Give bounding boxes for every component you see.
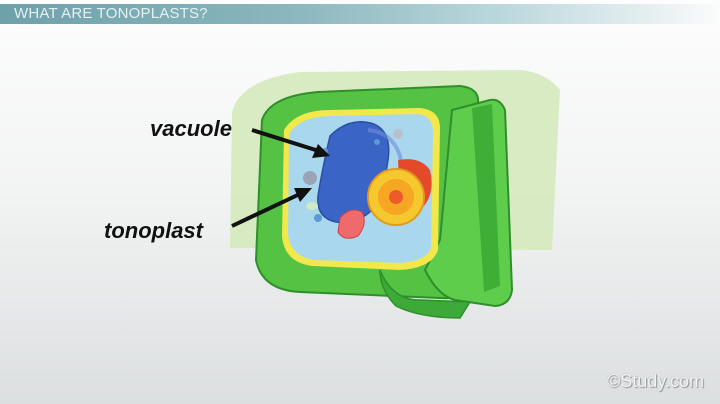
cell-base bbox=[379, 269, 472, 319]
tonoplast-label: tonoplast bbox=[104, 218, 203, 243]
slide-content: vacuole tonoplast ©Study.com bbox=[0, 24, 720, 404]
organelle bbox=[303, 171, 317, 185]
title-bar: WHAT ARE TONOPLASTS? bbox=[0, 4, 720, 24]
chloroplast bbox=[337, 209, 365, 239]
tonoplast-arrow bbox=[231, 190, 305, 228]
plant-cell-diagram bbox=[230, 70, 560, 319]
vacuole-label: vacuole bbox=[150, 116, 232, 141]
cell-cutaway-inner bbox=[472, 104, 500, 292]
vacuole-arrow bbox=[251, 128, 323, 154]
study-com-watermark: ©Study.com bbox=[607, 371, 704, 391]
nucleolus bbox=[389, 190, 403, 204]
slide-title: WHAT ARE TONOPLASTS? bbox=[14, 5, 208, 22]
